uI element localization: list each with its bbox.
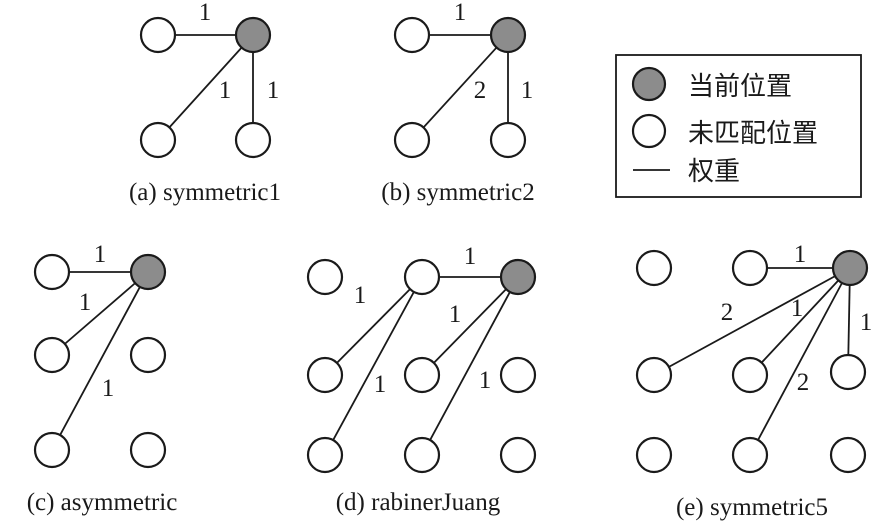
weight-edge xyxy=(429,291,511,441)
weight-label: 1 xyxy=(521,77,534,104)
weight-label: 2 xyxy=(721,299,734,326)
unmatched-position-node xyxy=(139,121,177,159)
unmatched-position-node xyxy=(829,436,867,474)
unmatched-position-node xyxy=(829,353,867,391)
unmatched-position-node xyxy=(403,356,441,394)
weight-label: 1 xyxy=(791,295,804,322)
weight-label: 1 xyxy=(860,309,873,336)
unmatched-position-node xyxy=(403,258,441,296)
panel-rabinerjuang: 1 1 1 1 1 xyxy=(306,243,537,474)
weight-label: 1 xyxy=(199,0,212,26)
weight-edge xyxy=(847,284,851,356)
caption-b: (b) symmetric2 xyxy=(381,179,534,206)
unmatched-position-node xyxy=(306,436,344,474)
weight-label: 1 xyxy=(464,243,477,270)
legend-label-weight: 权重 xyxy=(688,157,740,187)
weight-label: 1 xyxy=(354,282,367,309)
unmatched-position-node xyxy=(635,356,673,394)
weight-edge xyxy=(760,279,840,364)
unmatched-position-node xyxy=(731,436,769,474)
current-position-node xyxy=(831,249,869,287)
unmatched-position-node xyxy=(635,436,673,474)
unmatched-position-node xyxy=(129,336,167,374)
caption-d: (d) rabinerJuang xyxy=(336,489,501,516)
unmatched-position-node xyxy=(393,16,431,54)
weight-label: 1 xyxy=(794,241,807,268)
unmatched-position-node xyxy=(139,16,177,54)
unmatched-position-node xyxy=(393,121,431,159)
weight-label: 1 xyxy=(219,77,232,104)
legend-label-unmatched: 未匹配位置 xyxy=(688,119,818,149)
unmatched-position-node xyxy=(33,336,71,374)
caption-c: (c) asymmetric xyxy=(27,489,178,516)
weight-edge xyxy=(64,282,136,345)
unmatched-position-node xyxy=(306,356,344,394)
current-position-node xyxy=(129,253,167,291)
weight-label: 2 xyxy=(797,369,810,396)
caption-e: (e) symmetric5 xyxy=(676,494,828,521)
unmatched-position-node xyxy=(635,249,673,287)
unmatched-position-node xyxy=(499,356,537,394)
weight-label: 1 xyxy=(94,241,107,268)
panel-symmetric1: 1 1 1 xyxy=(139,0,280,159)
current-position-node xyxy=(499,258,537,296)
panel-symmetric5: 1 2 1 2 1 xyxy=(635,241,873,474)
weight-label: 1 xyxy=(79,289,92,316)
weight-edge xyxy=(422,46,498,129)
panel-asymmetric: 111 xyxy=(33,241,167,469)
weight-edge xyxy=(757,282,843,441)
panel-symmetric2: 1 2 1 xyxy=(393,0,534,159)
unmatched-position-node xyxy=(489,121,527,159)
unmatched-position-node xyxy=(33,431,71,469)
unmatched-position-node xyxy=(234,121,272,159)
current-position-node xyxy=(489,16,527,54)
weight-label: 1 xyxy=(102,375,115,402)
weight-edge xyxy=(332,291,415,441)
legend-unmatched-position-icon xyxy=(631,113,667,149)
legend-label-current: 当前位置 xyxy=(688,72,792,102)
weight-edge xyxy=(433,288,507,364)
weight-label: 1 xyxy=(479,367,492,394)
weight-label: 2 xyxy=(474,77,487,104)
weight-edge xyxy=(668,275,836,368)
weight-edge xyxy=(59,286,141,436)
unmatched-position-node xyxy=(33,253,71,291)
weight-label: 1 xyxy=(374,371,387,398)
legend-current-position-icon xyxy=(631,66,667,102)
unmatched-position-node xyxy=(731,356,769,394)
unmatched-position-node xyxy=(129,431,167,469)
weight-label: 1 xyxy=(449,301,462,328)
legend: 当前位置 未匹配位置 权重 xyxy=(615,54,862,198)
unmatched-position-node xyxy=(731,249,769,287)
current-position-node xyxy=(234,16,272,54)
weight-edge xyxy=(336,288,411,364)
weight-label: 1 xyxy=(267,77,280,104)
unmatched-position-node xyxy=(306,258,344,296)
unmatched-position-node xyxy=(403,436,441,474)
weight-label: 1 xyxy=(454,0,467,26)
weight-edge xyxy=(168,47,243,128)
unmatched-position-node xyxy=(499,436,537,474)
caption-a: (a) symmetric1 xyxy=(129,179,281,206)
